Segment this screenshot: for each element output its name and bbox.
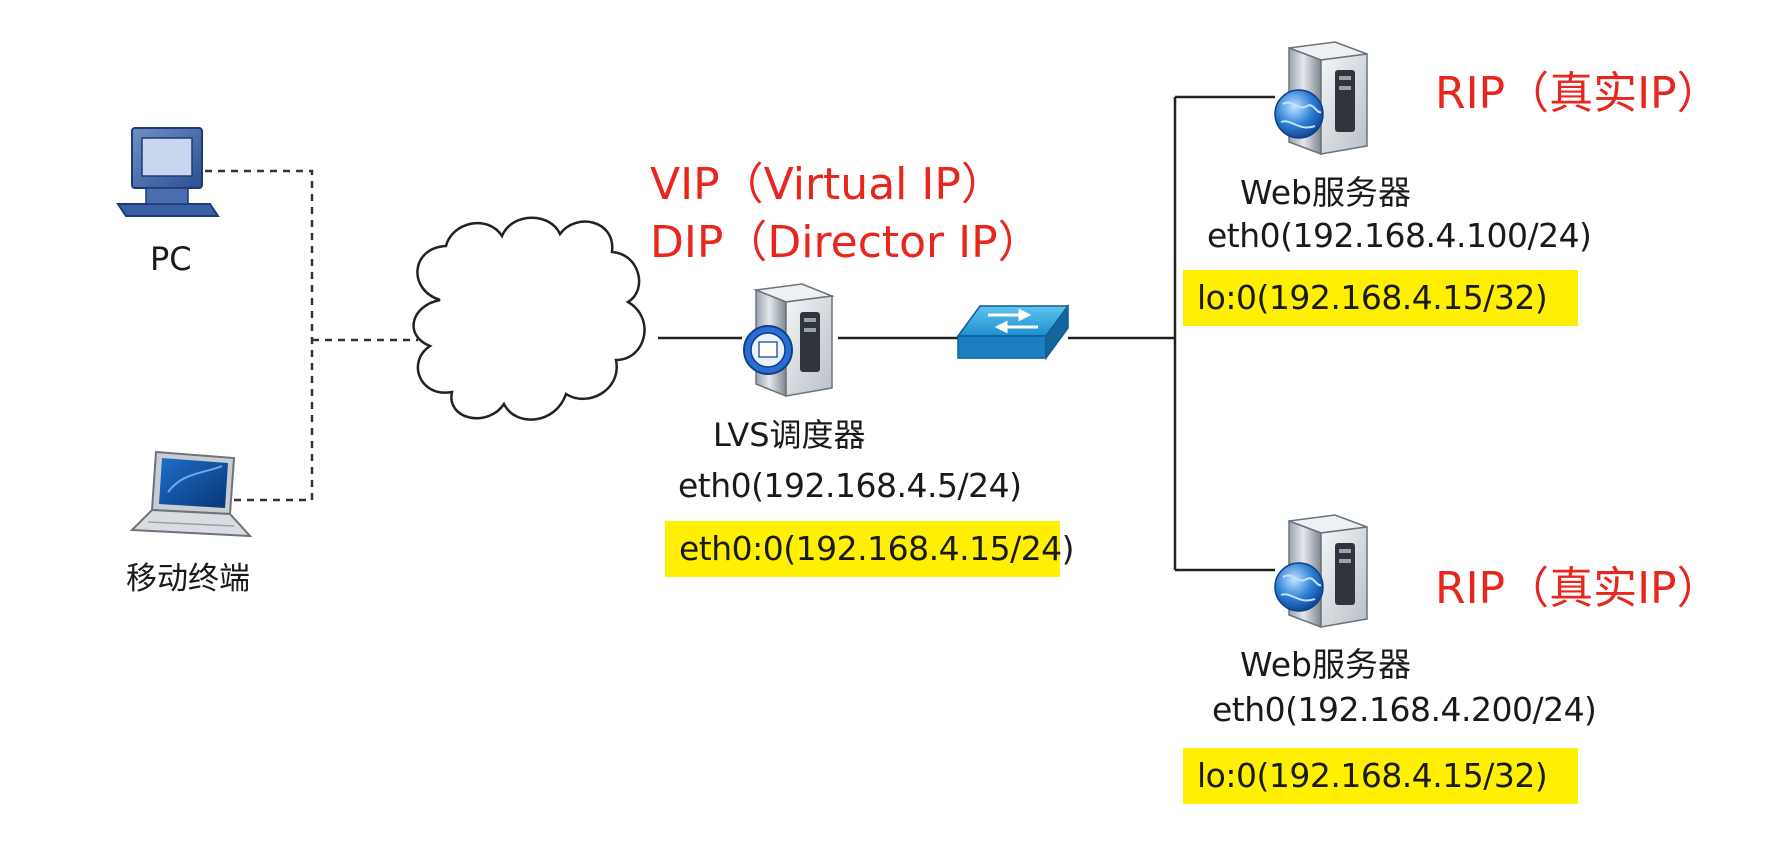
web-server-2-eth0-label: eth0(192.168.4.200/24) [1212,690,1597,729]
solid-links [658,95,1275,572]
web-server-1-label: Web服务器 [1240,173,1411,212]
pc-icon [116,127,220,217]
web-server-1-eth0-label: eth0(192.168.4.100/24) [1207,216,1592,255]
director-eth0-label: eth0(192.168.4.5/24) [678,466,1022,505]
vip-annotation: VIP（Virtual IP） [650,159,1005,210]
cloud-icon [412,216,646,421]
server-icon [743,283,835,398]
web-server-2-lo-highlight: lo:0(192.168.4.15/32) [1183,748,1578,804]
switch-icon [956,303,1070,361]
mobile-terminal-label: 移动终端 [126,561,250,597]
director-vip-highlight: eth0:0(192.168.4.15/24) [665,521,1075,577]
lvs-director-label: LVS调度器 [713,416,866,454]
server-icon [1274,514,1368,629]
server-icon [1274,41,1368,156]
web-server-2-lo-label: lo:0(192.168.4.15/32) [1197,756,1548,795]
director-vip-iface-label: eth0:0(192.168.4.15/24) [679,529,1075,568]
dip-annotation: DIP（Director IP） [650,217,1042,268]
pc-label: PC [150,240,192,278]
web-server-2-label: Web服务器 [1240,645,1411,684]
dashed-links [205,169,418,502]
rip-annotation-2: RIP（真实IP） [1435,563,1721,614]
web-server-1-lo-highlight: lo:0(192.168.4.15/32) [1183,270,1578,326]
laptop-icon [129,450,253,538]
rip-annotation-1: RIP（真实IP） [1435,68,1721,119]
web-server-1-lo-label: lo:0(192.168.4.15/32) [1197,278,1548,317]
